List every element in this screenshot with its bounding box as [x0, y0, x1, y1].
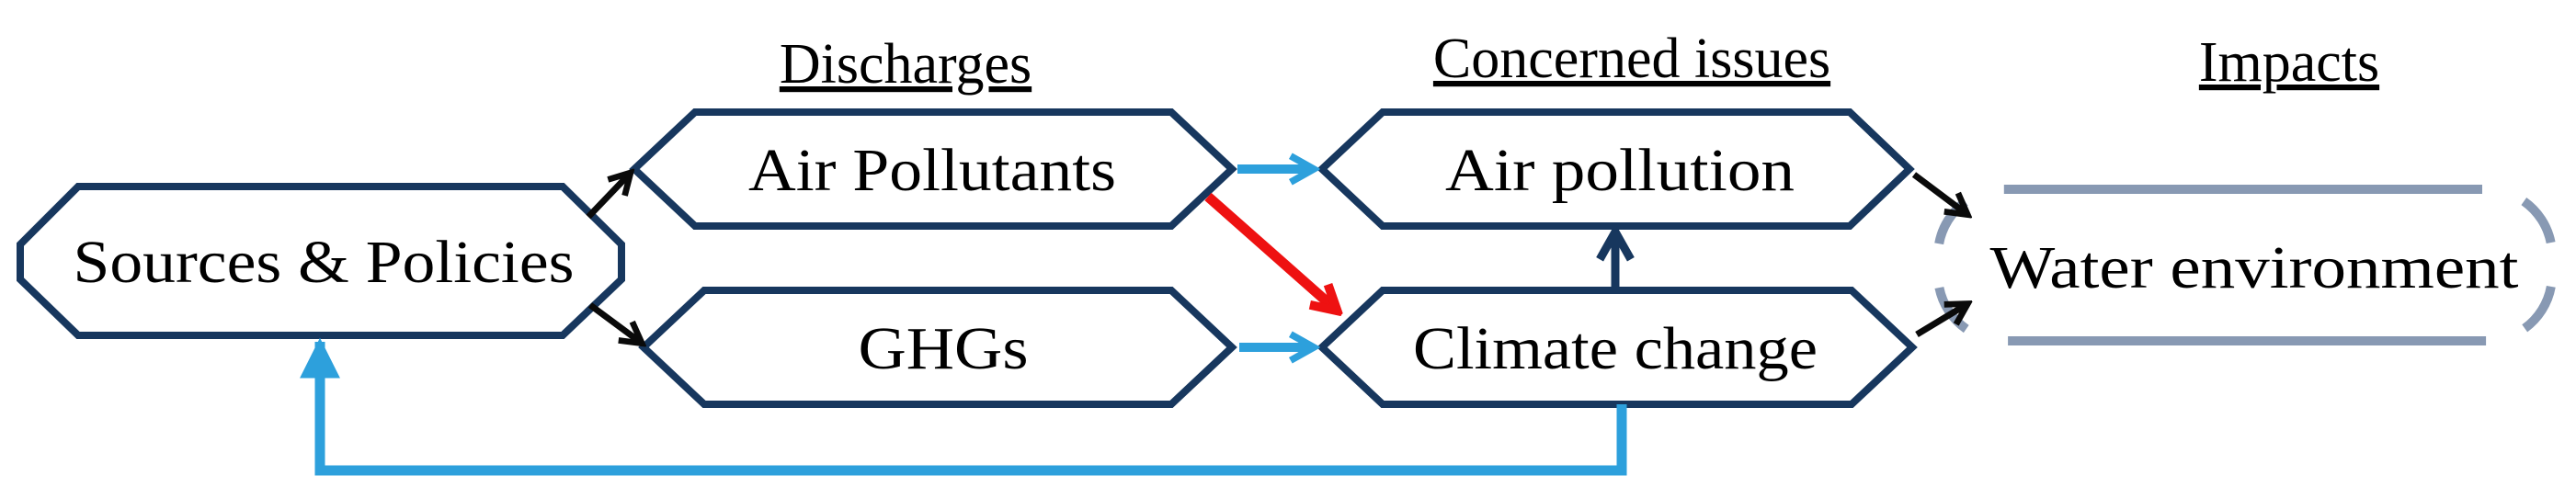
column-header-discharges: Discharges — [780, 33, 1032, 96]
node-label-climate-change: Climate change — [1413, 315, 1818, 382]
node-shape-sources-policies — [17, 183, 625, 339]
node-label-air-pollution: Air pollution — [1445, 137, 1795, 204]
node-label-ghgs: GHGs — [859, 315, 1029, 382]
node-shape-climate-change — [1316, 287, 1918, 408]
node-label-sources-policies: Sources & Policies — [74, 229, 575, 296]
edge-air-pollutants-to-climate-change — [1204, 192, 1335, 309]
node-shape-ghgs — [638, 287, 1237, 408]
node-shape-air-pollution — [1316, 108, 1915, 230]
node-label-air-pollutants: Air Pollutants — [748, 137, 1116, 204]
edge-climate-change-to-water-environment — [1915, 305, 1966, 337]
node-shape-water-environment — [1933, 185, 2557, 345]
edge-sources-to-air-pollutants — [586, 175, 629, 220]
edge-air-pollution-to-water-environment — [1911, 172, 1966, 213]
edge-climate-change-to-sources-feedback — [300, 337, 1627, 476]
edge-sources-to-ghgs — [587, 302, 640, 342]
node-label-water-environment: Water environment — [1990, 234, 2519, 301]
column-header-concerned-issues: Concerned issues — [1433, 28, 1830, 90]
column-header-impacts: Impacts — [2199, 31, 2379, 94]
